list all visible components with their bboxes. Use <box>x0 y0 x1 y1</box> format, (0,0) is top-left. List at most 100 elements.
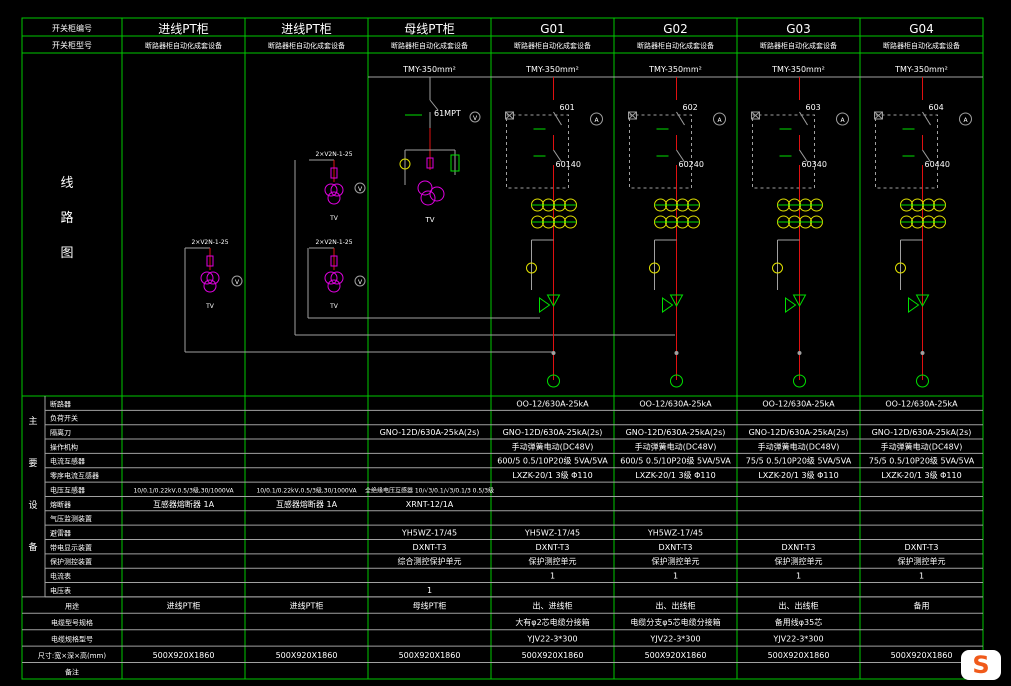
pt-col2a-coil <box>324 183 338 197</box>
equipment-row-label: 气压监测装置 <box>50 514 92 523</box>
footer-cell: 出、出线柜 <box>779 601 819 611</box>
section-label-char: 备 <box>28 541 37 553</box>
equipment-row-label: 负荷开关 <box>50 414 78 423</box>
equipment-row-label: 操作机构 <box>50 442 78 451</box>
meter-v-label: V <box>473 115 478 122</box>
cabinet-number: 进线PT柜 <box>158 22 209 36</box>
feeder-2-switch-blade <box>676 111 685 126</box>
equipment-cell: YH5WZ-17/45 <box>647 528 703 537</box>
footer-cell: 出、出线柜 <box>656 601 696 611</box>
busbar-label: TMY-350mm² <box>402 65 456 74</box>
feeder-4-interlock-box <box>875 114 938 189</box>
feeder-3-interlock-key <box>751 111 760 120</box>
footer-cell: 500X920X1860 <box>399 651 461 660</box>
meter-v-label: V <box>358 279 363 286</box>
feeder-1-switch-code: 601 <box>560 103 575 112</box>
feeder-3-junction <box>797 351 802 355</box>
equipment-cell: 互感器熔断器 1A <box>276 499 338 509</box>
feeder-3-ammeter-label: A <box>840 117 845 124</box>
equipment-cell: OO-12/630A-25kA <box>639 399 712 408</box>
footer-cell: 母线PT柜 <box>413 601 447 611</box>
feeder-1-switch-blade <box>553 111 562 126</box>
equipment-cell: 600/5 0.5/10P20级 5VA/5VA <box>497 456 608 466</box>
equipment-cell: DXNT-T3 <box>536 543 570 552</box>
feeder-2-ammeter <box>713 112 726 126</box>
diagram-label-char: 图 <box>60 246 73 261</box>
equipment-row-label: 零序电流互感器 <box>50 471 99 480</box>
footer-cell: 500X920X1860 <box>768 651 830 660</box>
feeder-3-interlock-box <box>752 114 815 189</box>
equipment-cell: OO-12/630A-25kA <box>885 399 958 408</box>
cabinet-number: 进线PT柜 <box>281 22 332 36</box>
feeder-1-interlock-box <box>506 114 569 189</box>
busbar-label: TMY-350mm² <box>648 65 702 74</box>
feeder-1-breaker-blade <box>553 149 562 163</box>
logo-letter: S <box>972 651 990 679</box>
feeder-3-earth-code: 60340 <box>802 160 827 169</box>
pt-rating: 2×V2N-1-25 <box>315 239 352 246</box>
equipment-cell: GNO-12D/630A-25kA(2s) <box>380 428 480 437</box>
equipment-cell: LXZK-20/1 3级 Φ110 <box>881 470 961 480</box>
section-label-char: 要 <box>28 458 37 469</box>
pt-col2a-coil <box>330 183 344 197</box>
app-logo[interactable]: S <box>961 650 1001 680</box>
footer-row-label: 用途 <box>65 602 79 611</box>
feeder-3-breaker-blade <box>799 149 808 163</box>
cabinet-model: 断路器柜自动化成套设备 <box>145 41 222 50</box>
cabinet-number: G03 <box>786 22 811 36</box>
footer-cell: 进线PT柜 <box>290 601 324 611</box>
feeder-1-ammeter <box>590 112 603 126</box>
feeder-2-zct <box>662 297 674 313</box>
equipment-cell: GNO-12D/630A-25kA(2s) <box>626 428 726 437</box>
equipment-cell: DXNT-T3 <box>659 543 693 552</box>
equipment-cell: 75/5 0.5/10P20级 5VA/5VA <box>746 456 852 466</box>
footer-cell: 大有φ2芯电缆分接箱 <box>515 617 589 627</box>
cabinet-number: G02 <box>663 22 688 36</box>
equipment-cell: OO-12/630A-25kA <box>762 399 835 408</box>
drawing-frame <box>21 17 984 680</box>
equipment-cell: 互感器熔断器 1A <box>153 499 215 509</box>
bus-pt-coil <box>417 180 433 196</box>
pt-col2b-coil <box>327 279 341 293</box>
pt-rating: 2×V2N-1-25 <box>315 151 352 158</box>
equipment-cell: 10/0.1/0.22kV,0.5/3级,30/1000VA <box>256 486 357 494</box>
feeder-4-indicator-lamp <box>895 262 906 274</box>
equipment-cell: 1 <box>427 586 432 595</box>
feeder-4-earth-code: 60440 <box>925 160 950 169</box>
feeder-2-earth-code: 60240 <box>679 160 704 169</box>
equipment-row-label: 避雷器 <box>50 528 71 537</box>
footer-cell: 备用线φ35芯 <box>775 617 822 627</box>
header-label-model: 开关柜型号 <box>52 40 92 50</box>
footer-row-label: 备注 <box>65 667 79 676</box>
fuse-symbol <box>330 167 338 179</box>
feeder-4-switch-blade <box>922 111 931 126</box>
feeder-4-interlock-key <box>874 111 883 120</box>
equipment-cell: YH5WZ-17/45 <box>524 528 580 537</box>
footer-cell: 500X920X1860 <box>522 651 584 660</box>
pt-col2b-coil <box>330 271 344 285</box>
feeder-2-interlock-key <box>628 111 637 120</box>
equipment-cell: 1 <box>919 572 924 581</box>
feeder-4-junction <box>920 351 925 355</box>
cabinet-model: 断路器柜自动化成套设备 <box>760 41 837 50</box>
footer-cell: 进线PT柜 <box>167 601 201 611</box>
cabinet-model: 断路器柜自动化成套设备 <box>637 41 714 50</box>
equipment-cell: 保护测控单元 <box>775 556 823 566</box>
equipment-row-label: 保护测控装置 <box>50 557 92 566</box>
feeder-2-cable-terminal <box>670 374 683 388</box>
equipment-cell: 1 <box>550 572 555 581</box>
footer-cell: YJV22-3*300 <box>772 635 823 644</box>
meter-v-label: V <box>235 279 240 286</box>
cabinet-model: 断路器柜自动化成套设备 <box>268 41 345 50</box>
pt-col1-coil <box>203 279 217 293</box>
equipment-row-label: 带电显示装置 <box>50 543 92 552</box>
feeder-4-ammeter <box>959 112 972 126</box>
section-label-char: 主 <box>28 415 37 427</box>
tv-label: TV <box>205 303 215 310</box>
feeder-3-switch-code: 603 <box>806 103 821 112</box>
tv-label: TV <box>329 215 339 222</box>
cabinet-model: 断路器柜自动化成套设备 <box>391 41 468 50</box>
pt-col2a-coil <box>327 191 341 205</box>
feeder-1-interlock-key <box>505 111 514 120</box>
feeder-1-zct <box>539 297 551 313</box>
